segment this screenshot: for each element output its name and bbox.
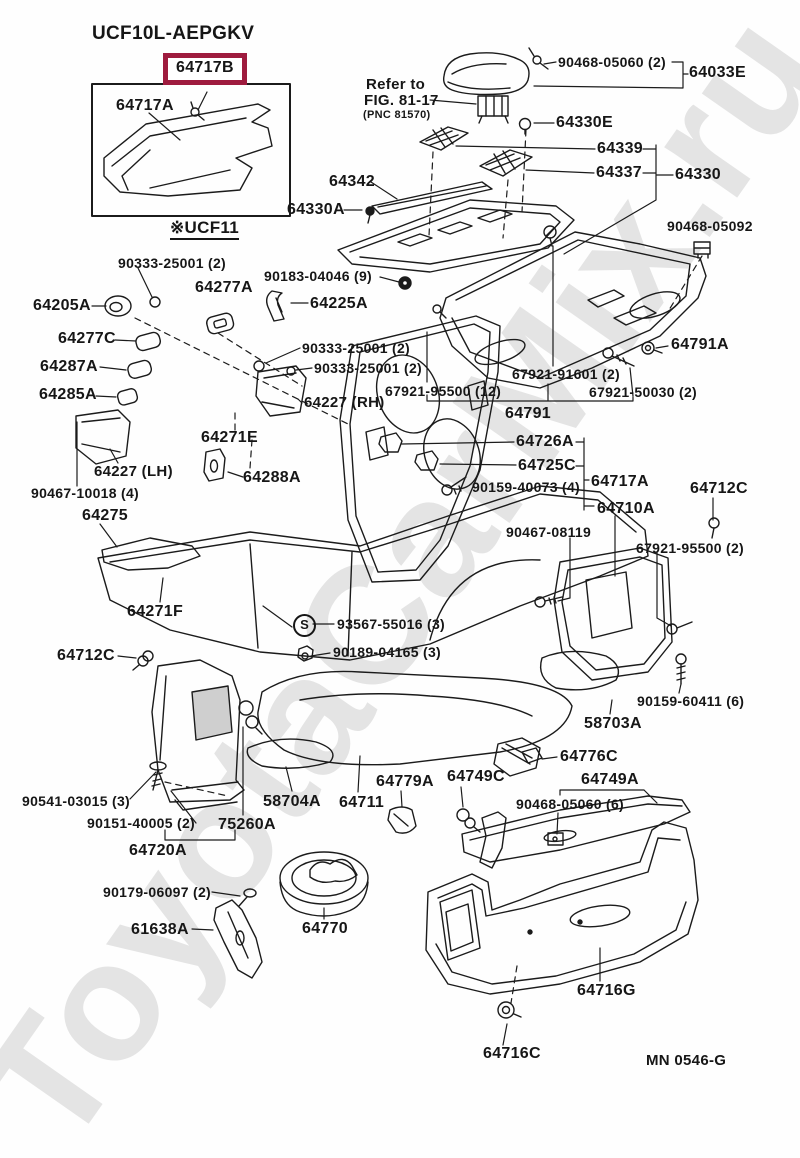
ref-note-line1: Refer to — [366, 76, 426, 93]
ref-note-line2: FIG. 81-17 — [364, 92, 439, 109]
part-90183-04046: 90183-04046 (9) — [264, 268, 373, 284]
part-61638a: 61638A — [131, 921, 189, 938]
part-64712c-right: 64712C — [690, 480, 748, 497]
variant-note: ※UCF11 — [170, 219, 239, 240]
part-64330a: 64330A — [287, 201, 345, 218]
part-64712c-left: 64712C — [57, 647, 115, 664]
part-90159-60411: 90159-60411 (6) — [637, 693, 745, 709]
part-64275: 64275 — [82, 507, 128, 524]
ashtray-drawing — [213, 851, 369, 979]
part-64342: 64342 — [329, 173, 375, 190]
part-64225a: 64225A — [310, 295, 368, 312]
part-64205a: 64205A — [33, 297, 91, 314]
part-90159-40073: 90159-40073 (4) — [472, 479, 581, 495]
part-64717b-highlighted: 64717B — [163, 53, 247, 85]
part-64330: 64330 — [675, 166, 721, 183]
part-64717a-inset: 64717A — [116, 97, 174, 114]
rear-upper-panel-drawing — [432, 225, 711, 389]
part-64770: 64770 — [302, 920, 348, 937]
part-67921-95500-2: 67921-95500 (2) — [636, 540, 745, 556]
part-64716c: 64716C — [483, 1045, 541, 1062]
ref-note-line3: (PNC 81570) — [363, 109, 431, 121]
part-90467-08119: 90467-08119 — [506, 524, 592, 540]
dashed-lines — [134, 129, 703, 1004]
part-64271e: 64271E — [201, 429, 258, 446]
seatback-panel-drawing — [339, 315, 501, 583]
part-90151-40005: 90151-40005 (2) — [87, 815, 196, 831]
part-58704a: 58704A — [263, 793, 321, 810]
sill-trim-drawing — [97, 485, 649, 661]
part-90541-03015: 90541-03015 (3) — [22, 793, 131, 809]
part-64791a: 64791A — [671, 336, 729, 353]
leader-lines — [76, 61, 714, 1046]
part-64720a: 64720A — [129, 842, 187, 859]
lower-back-trim-drawing — [425, 737, 699, 1019]
part-64717a-right: 64717A — [591, 473, 649, 490]
part-90333-25001-a: 90333-25001 (2) — [118, 255, 227, 271]
part-64710a: 64710A — [597, 500, 655, 517]
part-67921-50030: 67921-50030 (2) — [589, 384, 698, 400]
part-64776c: 64776C — [560, 748, 618, 765]
part-90467-10018: 90467-10018 (4) — [31, 485, 140, 501]
part-75260a: 75260A — [218, 816, 276, 833]
part-64330e: 64330E — [556, 114, 613, 131]
floor-mat-drawing — [132, 517, 720, 834]
part-64227-rh: 64227 (RH) — [304, 394, 385, 411]
part-90468-05060-2: 90468-05060 (2) — [558, 54, 667, 70]
part-93567-55016: 93567-55016 (3) — [337, 616, 446, 632]
model-code-title: UCF10L-AEPGKV — [92, 23, 255, 44]
small-pads-and-brackets — [75, 276, 467, 496]
part-64779a: 64779A — [376, 773, 434, 790]
part-64339: 64339 — [597, 140, 643, 157]
part-64033e: 64033E — [689, 64, 746, 81]
part-64716g: 64716G — [577, 982, 636, 999]
part-64271f: 64271F — [127, 603, 184, 620]
part-67921-95500-12: 67921-95500 (12) — [385, 383, 502, 399]
part-64726a: 64726A — [516, 433, 574, 450]
part-58703a: 58703A — [584, 715, 642, 732]
part-90333-25001-b: 90333-25001 (2) — [302, 340, 411, 356]
side-panel-drawing — [534, 547, 693, 691]
part-90179-06097: 90179-06097 (2) — [103, 884, 212, 900]
part-90333-25001-c: 90333-25001 (2) — [314, 360, 423, 376]
part-64227-lh: 64227 (LH) — [94, 463, 173, 480]
screw-symbol: S — [293, 614, 316, 637]
part-64337: 64337 — [596, 164, 642, 181]
part-64791: 64791 — [505, 405, 551, 422]
part-64288a: 64288A — [243, 469, 301, 486]
part-64277c: 64277C — [58, 330, 116, 347]
part-64277a: 64277A — [195, 279, 253, 296]
part-64711: 64711 — [339, 794, 385, 811]
part-90468-05060-6: 90468-05060 (6) — [516, 796, 625, 812]
part-90468-05092: 90468-05092 — [667, 218, 753, 234]
part-67921-91601: 67921-91601 (2) — [512, 366, 621, 382]
package-tray-assembly-drawing — [337, 47, 575, 273]
part-64287a: 64287A — [40, 358, 98, 375]
part-64725c: 64725C — [518, 457, 576, 474]
part-64749a: 64749A — [581, 771, 639, 788]
part-90189-04165: 90189-04165 (3) — [333, 644, 442, 660]
part-64285a: 64285A — [39, 386, 97, 403]
footer-code: MN 0546-G — [646, 1052, 727, 1069]
part-64749c: 64749C — [447, 768, 505, 785]
